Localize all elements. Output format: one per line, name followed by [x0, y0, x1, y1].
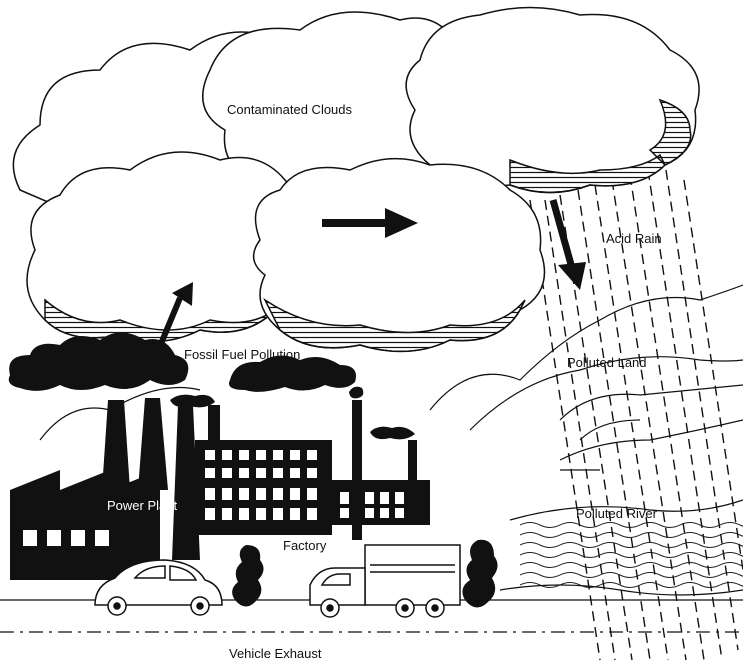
factory — [195, 400, 430, 540]
label-acid-rain: Acid Rain — [606, 232, 662, 245]
cloud-front-middle — [254, 159, 545, 352]
label-polluted-river: Polluted River — [576, 507, 657, 520]
label-power-plant: Power Plant — [107, 499, 177, 512]
label-polluted-land: Polluted Land — [567, 356, 647, 369]
power-plant — [10, 398, 200, 580]
truck — [310, 545, 460, 617]
label-contaminated-clouds: Contaminated Clouds — [227, 103, 352, 116]
label-factory: Factory — [283, 539, 326, 552]
label-fossil-fuel-pollution: Fossil Fuel Pollution — [184, 348, 300, 361]
label-vehicle-exhaust: Vehicle Exhaust — [229, 647, 322, 660]
clouds — [13, 8, 699, 352]
